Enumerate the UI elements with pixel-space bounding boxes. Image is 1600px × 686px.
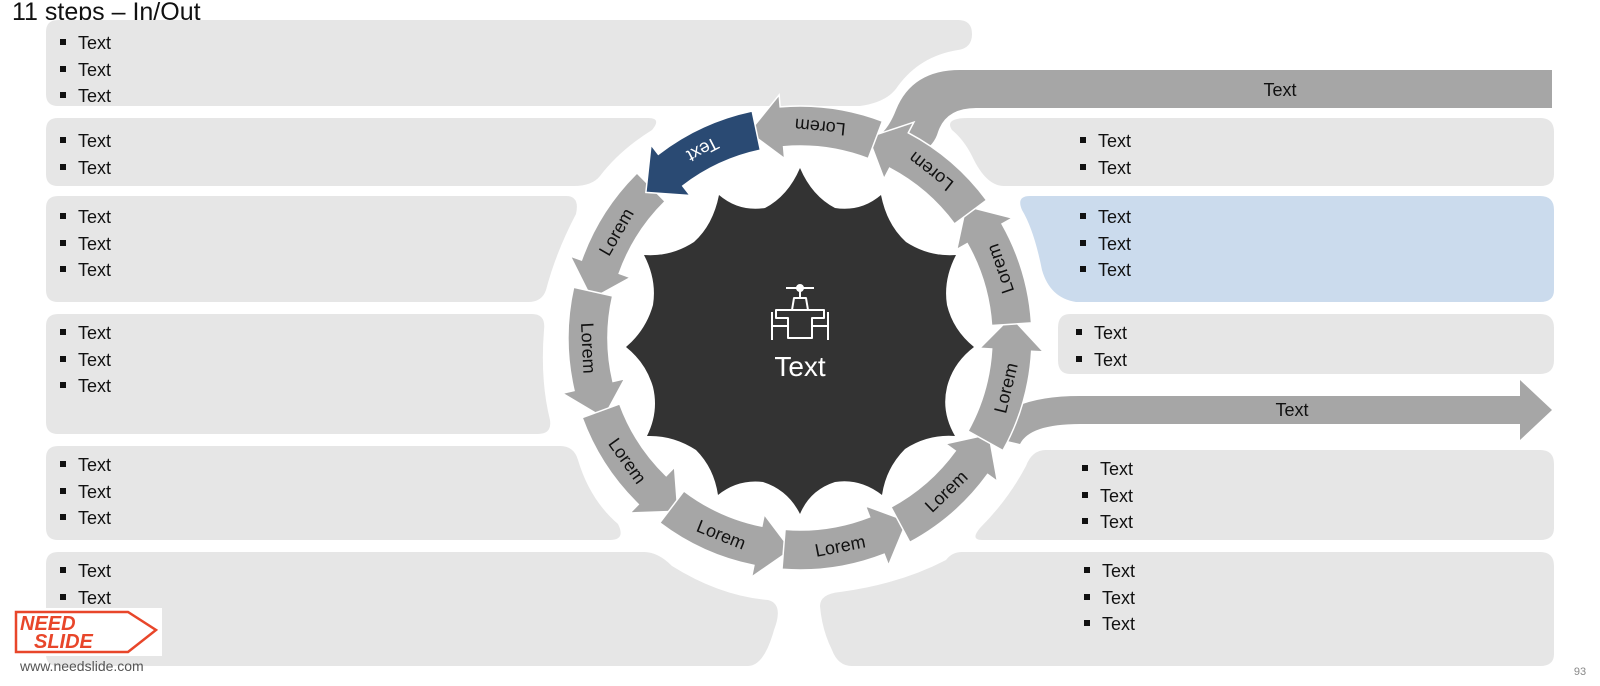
svg-text:SLIDE: SLIDE (34, 631, 94, 653)
left-panel-5 (46, 446, 621, 540)
needslide-logo: NEED SLIDE (10, 608, 162, 656)
cycle-arrow-11 (645, 110, 762, 197)
out-band (986, 380, 1552, 444)
bullet-item: Text (60, 257, 111, 284)
left-panel-1 (46, 20, 972, 106)
page-number: 93 (1573, 666, 1587, 678)
cycle-label-2: Lorem (577, 322, 599, 374)
bullet-item: Text (1080, 257, 1131, 284)
bullet-item: Text (60, 204, 111, 231)
bullet-item: Text (60, 231, 111, 258)
bullet-item: Text (1080, 128, 1131, 155)
bullet-item: Text (1084, 611, 1135, 638)
right-panel-2-highlight (1020, 196, 1554, 302)
bullet-item: Text (1076, 347, 1127, 374)
bullet-item: Text (60, 320, 111, 347)
left-panel-4 (46, 314, 551, 434)
bullet-item: Text (60, 155, 111, 182)
bullet-item: Text (60, 452, 111, 479)
right-panel-1 (950, 118, 1554, 186)
in-band-label: Text (1263, 80, 1296, 100)
bullet-item: Text (1076, 320, 1127, 347)
bullet-item: Text (1082, 483, 1133, 510)
bullet-item: Text (60, 479, 111, 506)
bullet-item: Text (1084, 558, 1135, 585)
in-band (868, 70, 1552, 162)
right-panel-5 (820, 552, 1554, 666)
bullet-item: Text (1084, 585, 1135, 612)
bullet-item: Text (60, 585, 111, 612)
bullet-item: Text (60, 347, 111, 374)
center-starburst (626, 168, 974, 514)
logo-url: www.needslide.com (20, 658, 144, 674)
bullet-item: Text (1082, 456, 1133, 483)
center-label: Text (774, 351, 826, 382)
bullet-item: Text (60, 373, 111, 400)
bullet-item: Text (60, 57, 111, 84)
bullet-item: Text (60, 128, 111, 155)
bullet-item: Text (60, 83, 111, 110)
bullet-item: Text (1080, 231, 1131, 258)
valve-icon (771, 284, 829, 340)
bullet-item: Text (1080, 204, 1131, 231)
left-panel-3 (46, 196, 577, 302)
cycle-label-10: Lorem (794, 115, 847, 140)
svg-text:NEED: NEED (20, 613, 76, 635)
bullet-item: Text (60, 505, 111, 532)
bullet-item: Text (60, 30, 111, 57)
bullet-item: Text (60, 558, 111, 585)
bullet-item: Text (1082, 509, 1133, 536)
bullet-item: Text (1080, 155, 1131, 182)
out-band-label: Text (1275, 400, 1308, 420)
right-panel-3 (1058, 314, 1554, 374)
left-panel-2 (46, 118, 657, 186)
left-panel-6 (46, 552, 778, 666)
right-panel-4 (975, 450, 1554, 540)
